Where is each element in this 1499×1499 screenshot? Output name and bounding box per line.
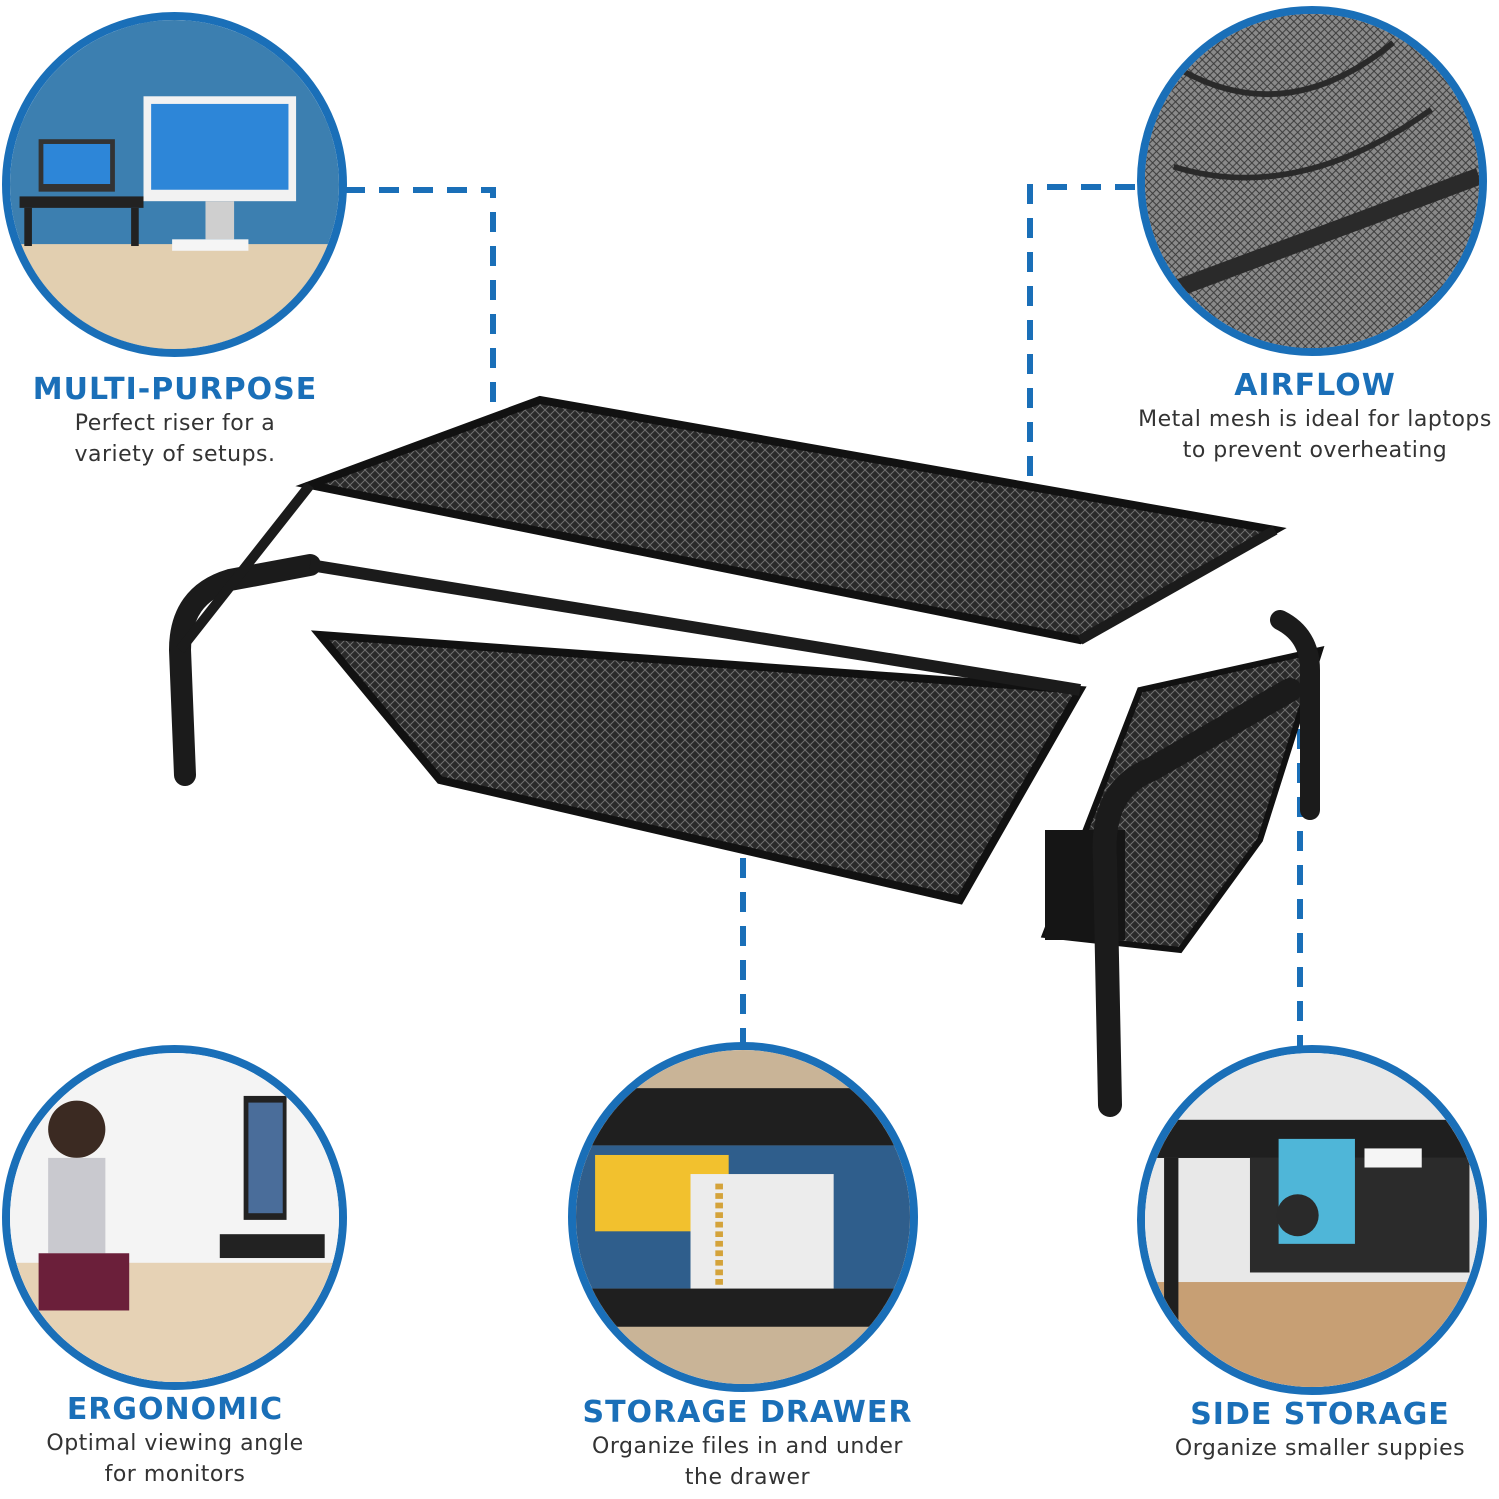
storage-drawer-title: STORAGE DRAWER xyxy=(582,1395,913,1430)
airflow-photo xyxy=(1137,6,1487,356)
storage-drawer-desc-line2: the drawer xyxy=(684,1465,811,1490)
side-storage-photo xyxy=(1137,1045,1487,1395)
side-storage-callout: SIDE STORAGE Organize smaller suppies xyxy=(1150,1397,1490,1464)
side-storage-title: SIDE STORAGE xyxy=(1190,1397,1450,1432)
multi-purpose-desc-line2: variety of setups. xyxy=(74,442,276,467)
ergonomic-callout: ERGONOMIC Optimal viewing angle for moni… xyxy=(20,1392,330,1490)
monitor-riser-image xyxy=(140,390,1360,1130)
airflow-desc-line1: Metal mesh is ideal for laptops xyxy=(1138,407,1492,432)
ergonomic-title: ERGONOMIC xyxy=(66,1392,284,1427)
multi-purpose-callout: MULTI-PURPOSE Perfect riser for a variet… xyxy=(20,372,330,470)
multi-purpose-title: MULTI-PURPOSE xyxy=(32,372,318,407)
side-storage-desc-line1: Organize smaller suppies xyxy=(1174,1436,1466,1461)
ergonomic-desc-line2: for monitors xyxy=(104,1462,246,1487)
airflow-callout: AIRFLOW Metal mesh is ideal for laptops … xyxy=(1125,368,1499,466)
airflow-title: AIRFLOW xyxy=(1234,368,1396,403)
ergonomic-desc-line1: Optimal viewing angle xyxy=(46,1431,304,1456)
storage-drawer-callout: STORAGE DRAWER Organize files in and und… xyxy=(560,1395,935,1493)
multi-purpose-photo xyxy=(2,12,347,357)
airflow-desc-line2: to prevent overheating xyxy=(1182,438,1448,463)
ergonomic-photo xyxy=(2,1045,347,1390)
storage-drawer-photo xyxy=(568,1042,918,1392)
storage-drawer-desc-line1: Organize files in and under xyxy=(592,1434,903,1459)
multi-purpose-desc-line1: Perfect riser for a xyxy=(74,411,276,436)
